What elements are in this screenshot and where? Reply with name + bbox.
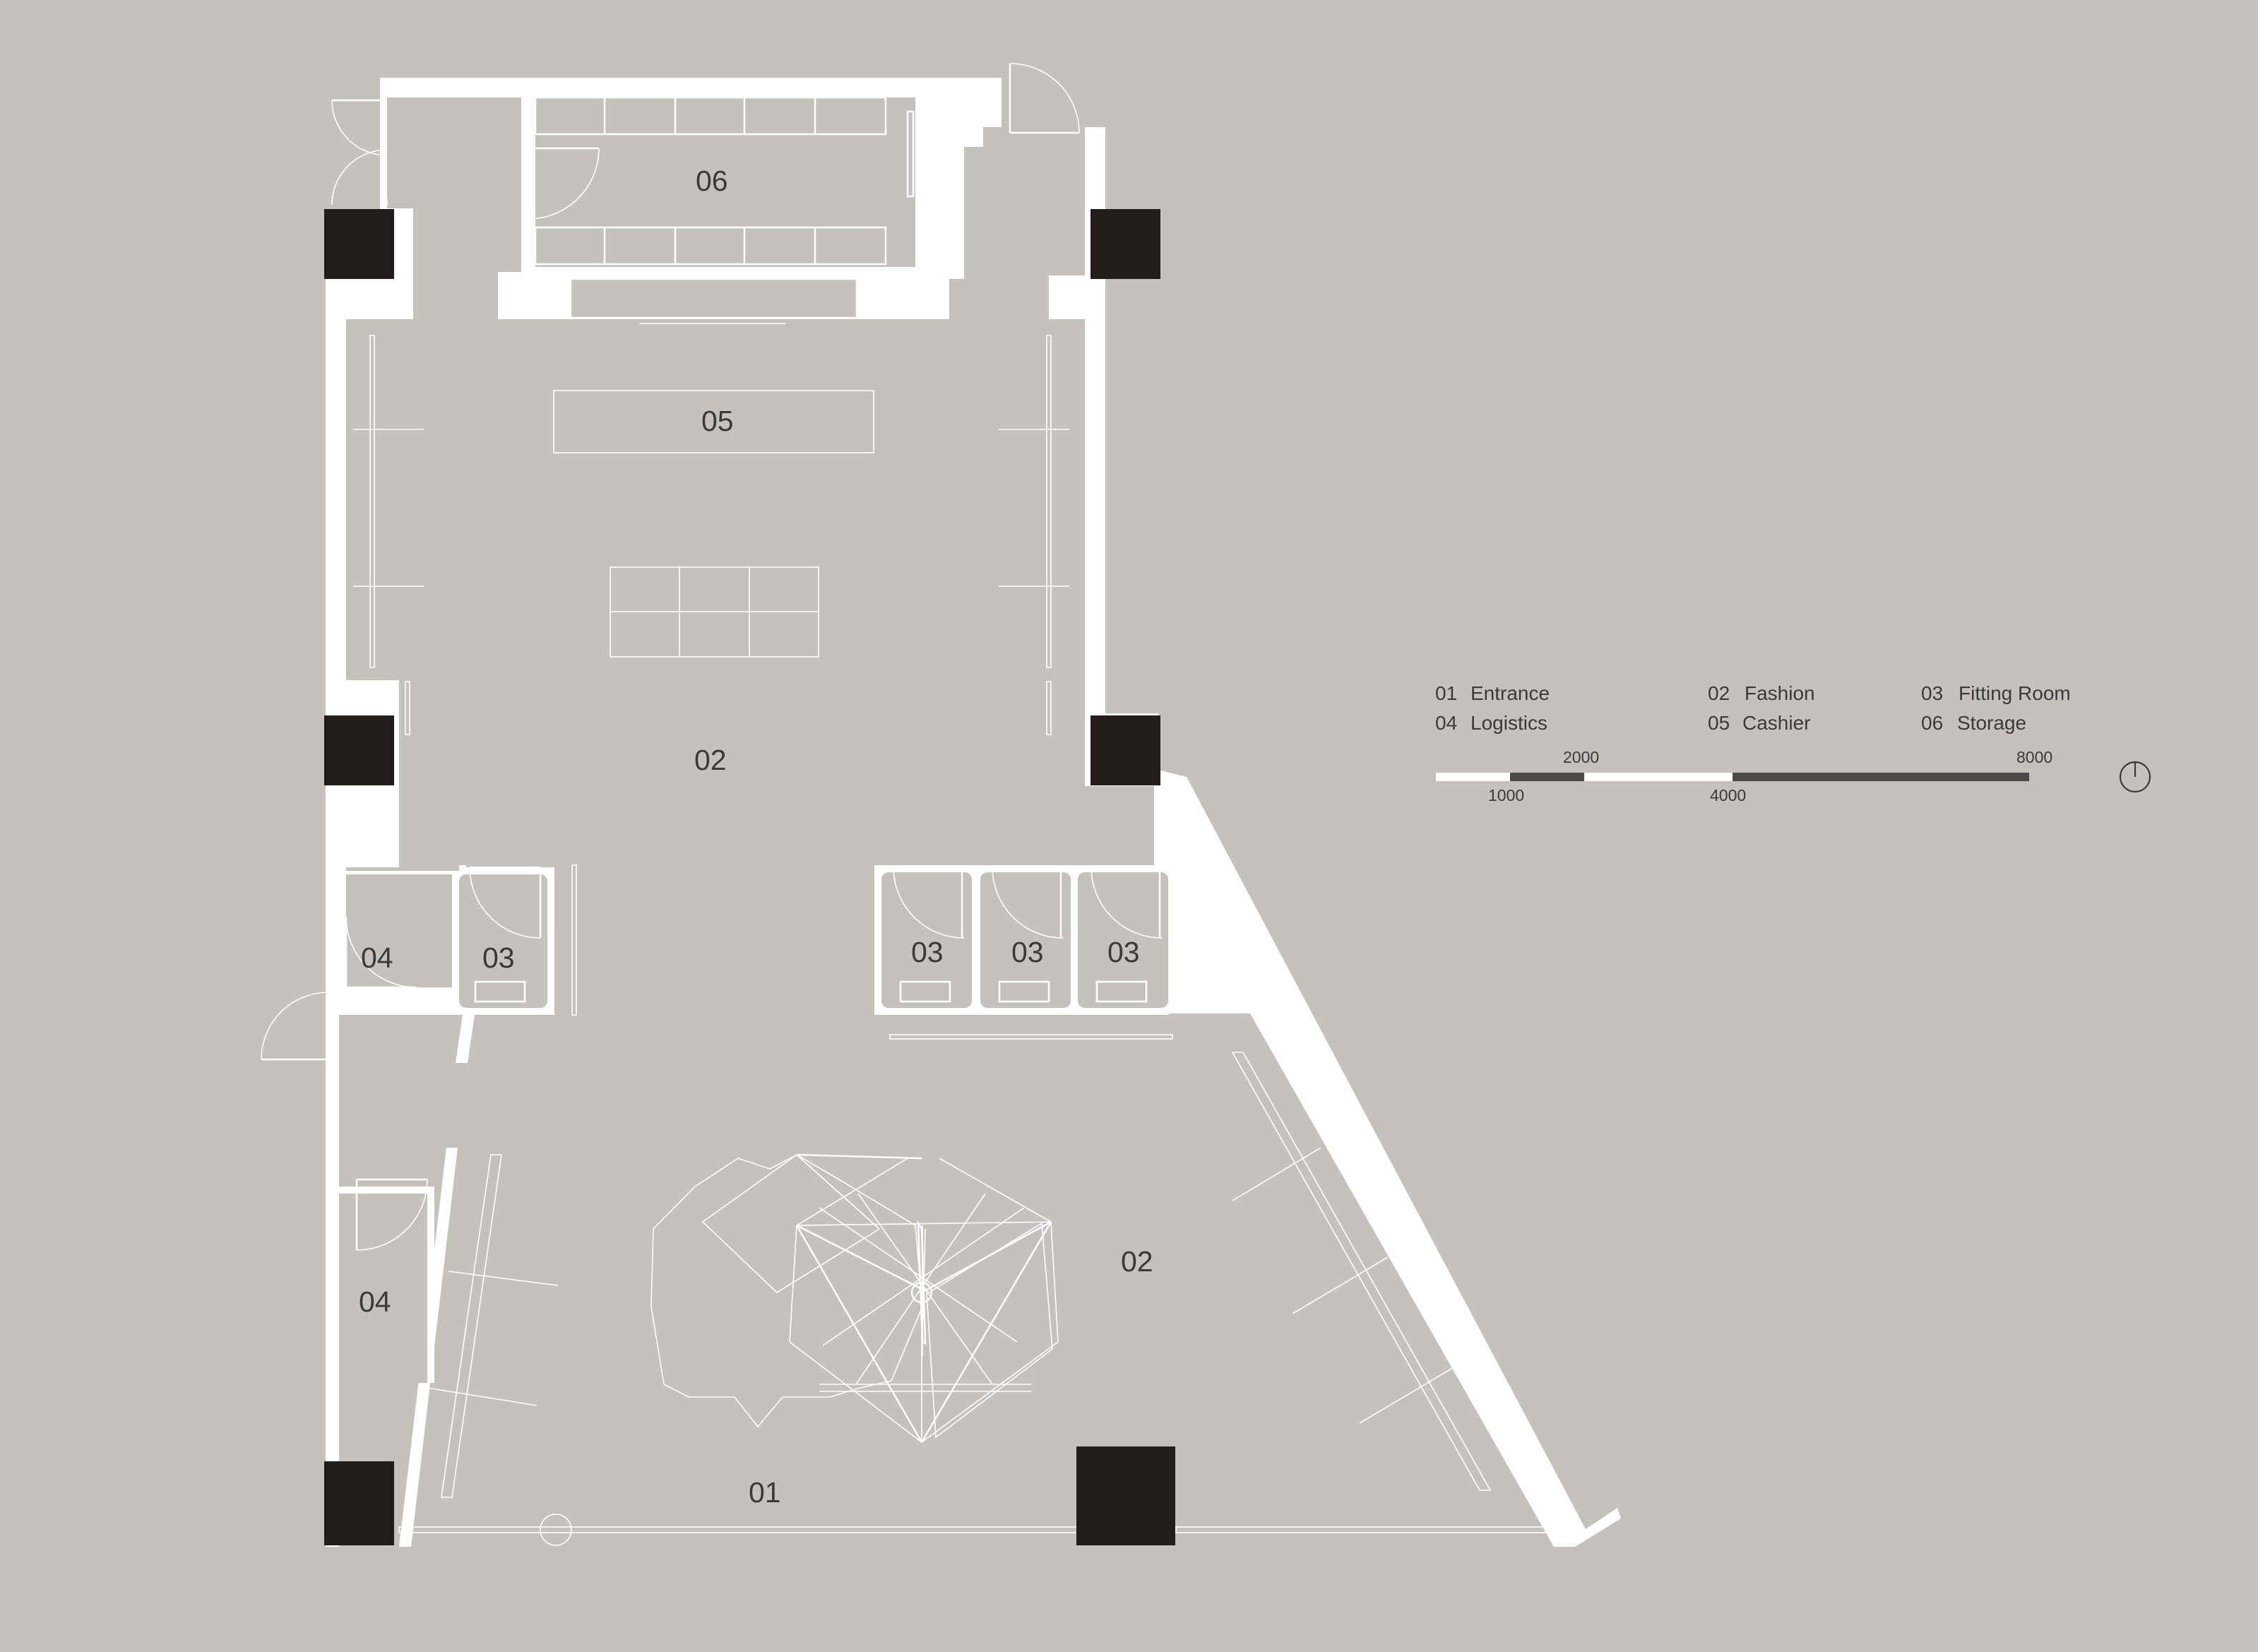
scale-segment-2 bbox=[1510, 773, 1584, 781]
wall-displays bbox=[353, 335, 1173, 1040]
room-label-cashier: 05 bbox=[701, 405, 734, 437]
legend-number-01: 01 bbox=[1435, 682, 1457, 704]
columns bbox=[324, 209, 1175, 1545]
legend-number-02: 02 bbox=[1708, 682, 1730, 704]
legend-name-fashion: Fashion bbox=[1745, 682, 1815, 704]
legend-name-entrance: Entrance bbox=[1470, 682, 1550, 704]
legend-number-04: 04 bbox=[1435, 712, 1457, 734]
room-label-fitting-1: 03 bbox=[482, 941, 515, 974]
legend-number-03: 03 bbox=[1921, 682, 1943, 704]
room-label-entrance: 01 bbox=[749, 1476, 781, 1509]
diagonal-displays bbox=[427, 1052, 1492, 1498]
scale-segment-4 bbox=[1733, 773, 2029, 781]
legend-name-logistics: Logistics bbox=[1470, 712, 1547, 734]
storage-shelving bbox=[528, 96, 915, 266]
scale-label-8000: 8000 bbox=[2016, 748, 2052, 766]
legend-number-05: 05 bbox=[1708, 712, 1730, 734]
cashier-counter bbox=[553, 278, 874, 658]
legend: 01 Entrance 02 Fashion 03 Fitting Room 0… bbox=[1435, 682, 2071, 734]
walls bbox=[326, 78, 1621, 1547]
room-label-fitting-4: 03 bbox=[1107, 936, 1140, 968]
doors-exterior bbox=[261, 63, 1080, 1546]
room-label-fashion-lower: 02 bbox=[1121, 1245, 1153, 1278]
scale-label-2000: 2000 bbox=[1563, 748, 1599, 766]
legend-name-storage: Storage bbox=[1957, 712, 2026, 734]
room-label-fitting-3: 03 bbox=[1011, 936, 1044, 968]
room-label-logistics-upper: 04 bbox=[361, 941, 393, 974]
room-interiors bbox=[339, 97, 1168, 1383]
legend-name-cashier: Cashier bbox=[1742, 712, 1810, 734]
scale-label-4000: 4000 bbox=[1710, 786, 1746, 804]
scale-segment-1 bbox=[1436, 773, 1510, 781]
north-arrow-icon bbox=[2119, 761, 2151, 793]
room-label-logistics-lower: 04 bbox=[359, 1285, 391, 1318]
scale-segment-3 bbox=[1584, 773, 1733, 781]
central-cube-display bbox=[650, 1153, 1059, 1443]
scale-bar: 2000 8000 1000 4000 bbox=[1436, 748, 2052, 804]
room-label-fitting-2: 03 bbox=[911, 936, 944, 968]
legend-name-fitting-room: Fitting Room bbox=[1959, 682, 2071, 704]
scale-label-1000: 1000 bbox=[1488, 786, 1524, 804]
room-labels: 06 05 02 03 03 03 03 04 04 02 01 bbox=[359, 165, 1153, 1509]
legend-number-06: 06 bbox=[1921, 712, 1943, 734]
fitting-room-details bbox=[345, 866, 1163, 1003]
room-label-fashion-upper: 02 bbox=[694, 744, 727, 776]
room-label-storage: 06 bbox=[696, 165, 728, 197]
